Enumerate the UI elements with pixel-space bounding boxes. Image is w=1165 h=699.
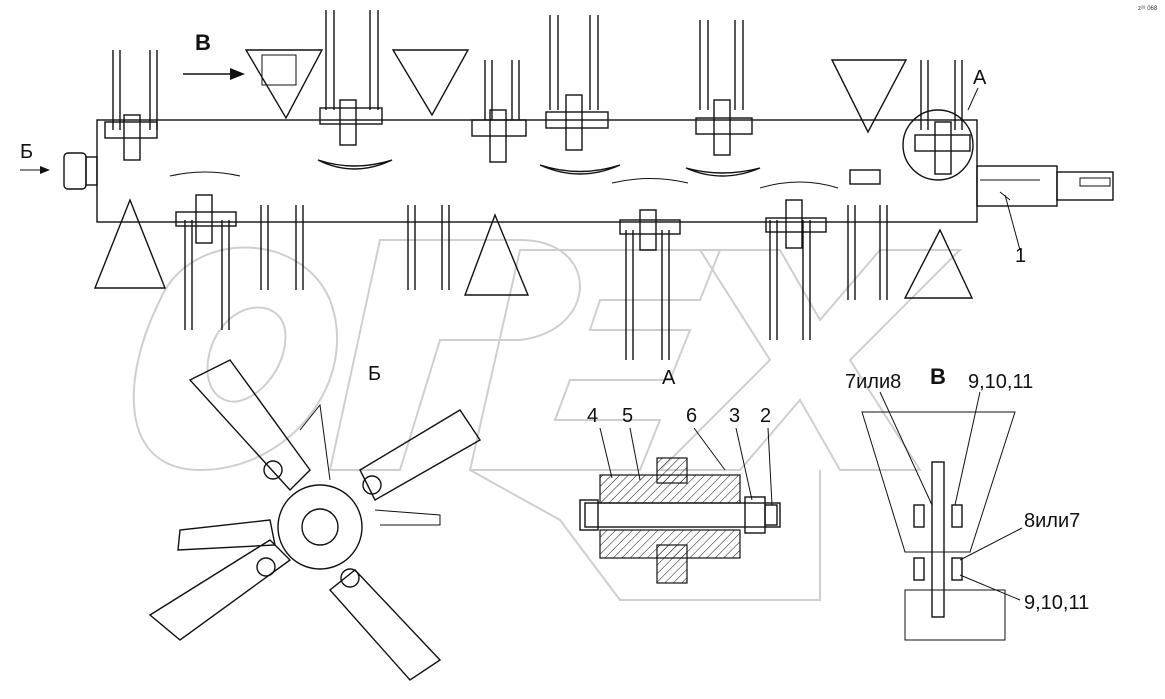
label-view-v-top: В <box>195 30 211 55</box>
label-section-b: Б <box>368 363 381 385</box>
flails-bottom <box>93 198 974 299</box>
watermark-logo <box>132 239 963 601</box>
label-8-or-7: 8или7 <box>1024 510 1080 532</box>
corner-mark: z²⁸ 068 <box>1138 5 1158 12</box>
label-9-10-11-top: 9,10,11 <box>968 371 1033 393</box>
label-view-b-left: Б <box>20 141 33 163</box>
label-callout-a: А <box>973 67 987 89</box>
label-part-5: 5 <box>622 405 633 427</box>
knife-blades-top <box>112 10 963 130</box>
label-part-3: 3 <box>729 405 740 427</box>
curved-guards <box>169 159 839 189</box>
label-part-6: 6 <box>686 405 697 427</box>
label-part-1: 1 <box>1015 245 1026 267</box>
view-arrow-v <box>183 68 245 80</box>
knife-blades-bottom <box>175 169 888 360</box>
label-section-v: В <box>930 364 946 389</box>
rotor-shaft <box>63 119 1114 223</box>
hubs-top <box>104 94 974 181</box>
section-v-assembly <box>861 391 1023 641</box>
label-section-a: А <box>662 367 676 389</box>
section-a-assembly <box>579 427 781 584</box>
label-7-or-8: 7или8 <box>845 371 901 393</box>
label-9-10-11-bottom: 9,10,11 <box>1024 592 1089 614</box>
view-arrow-b <box>20 166 50 174</box>
label-part-4: 4 <box>587 405 598 427</box>
flails-top <box>244 49 908 134</box>
view-b-rotor-end <box>148 359 481 681</box>
label-part-2: 2 <box>760 405 771 427</box>
